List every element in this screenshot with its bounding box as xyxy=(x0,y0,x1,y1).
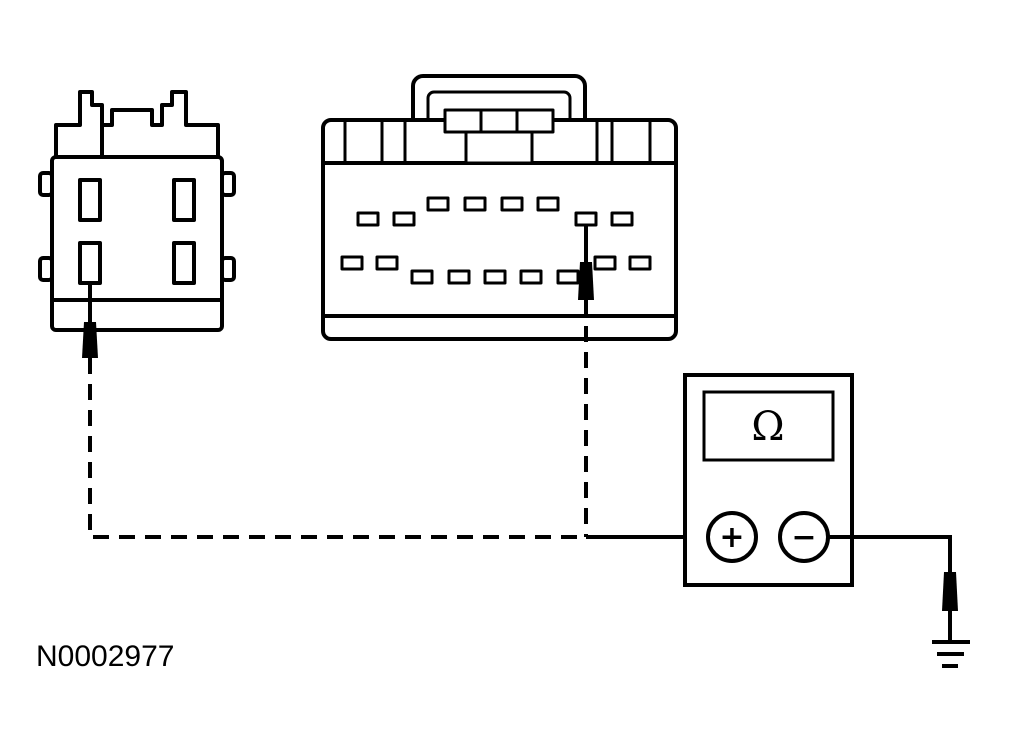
four-pin-connector xyxy=(38,90,236,332)
pin-cavity xyxy=(500,196,524,212)
pin-cavity xyxy=(172,178,196,222)
ohm-symbol: Ω xyxy=(751,404,784,450)
dashed-lead-left xyxy=(88,358,586,539)
probe-left xyxy=(82,283,98,358)
pin-cavity xyxy=(463,196,487,212)
pin-cavity xyxy=(78,178,102,222)
pin-cavity xyxy=(574,211,598,227)
pin-cavity xyxy=(519,269,543,285)
pin-cavity xyxy=(172,241,196,285)
pin-cavity xyxy=(410,269,434,285)
connector-body xyxy=(50,155,224,332)
negative-terminal-label: − xyxy=(791,520,816,555)
pin-cavity xyxy=(593,255,617,271)
positive-terminal-label: + xyxy=(719,520,744,555)
pin-cavity xyxy=(392,211,416,227)
pin-cavity xyxy=(78,241,102,285)
pin-cavity xyxy=(610,211,634,227)
pin-cavity xyxy=(340,255,364,271)
pin-cavity xyxy=(536,196,560,212)
pin-cavity xyxy=(556,269,580,285)
dashed-test-leads xyxy=(88,300,588,539)
pin-cavity xyxy=(356,211,380,227)
multi-pin-connector xyxy=(321,74,678,341)
connector-latch xyxy=(54,90,220,158)
probe-center xyxy=(578,225,594,300)
pin-cavity xyxy=(375,255,399,271)
pin-cavity xyxy=(483,269,507,285)
pin-cavity xyxy=(628,255,652,271)
reference-code: N0002977 xyxy=(36,640,175,673)
ohmmeter: Ω + − xyxy=(683,373,854,587)
pin-cavity xyxy=(447,269,471,285)
pin-cavity xyxy=(426,196,450,212)
ground-symbol xyxy=(932,640,970,668)
positive-terminal xyxy=(706,511,758,563)
meter-display xyxy=(702,390,835,462)
ground-lead xyxy=(828,535,958,640)
